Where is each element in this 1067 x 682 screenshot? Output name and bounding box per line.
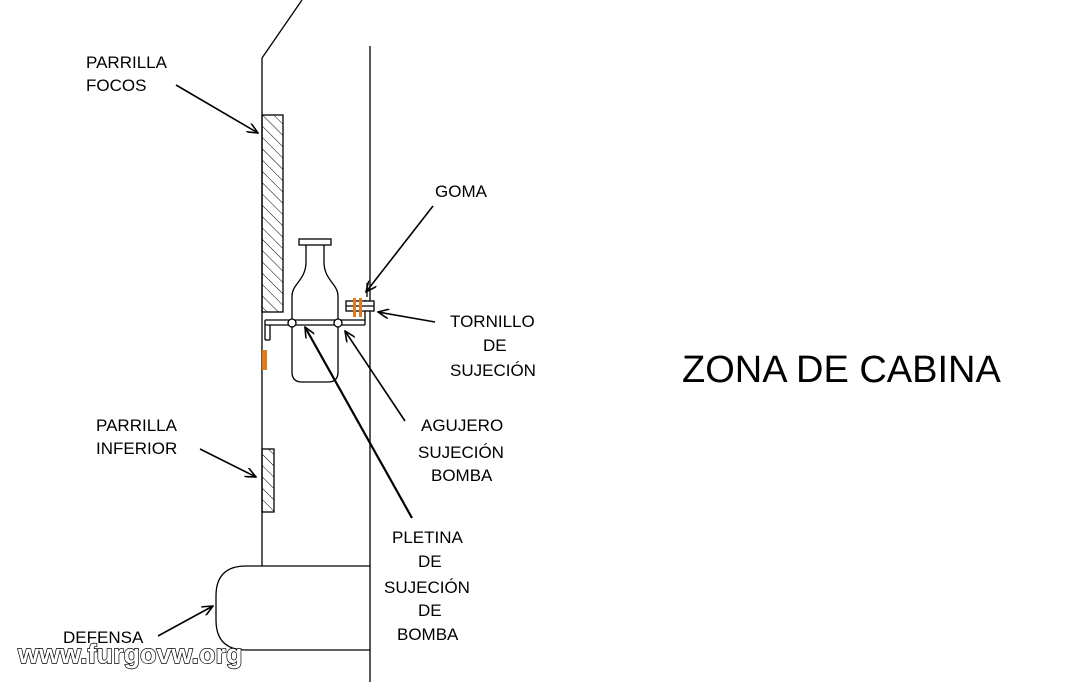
arrow-goma — [366, 205, 434, 292]
label-tornillo-3: SUJECIÓN — [450, 361, 536, 380]
label-pletina-2: DE — [418, 552, 442, 571]
label-tornillo-2: DE — [483, 336, 507, 355]
label-parrilla-inferior-1: PARRILLA — [96, 416, 178, 435]
watermark: www.furgovw.org — [17, 639, 243, 669]
label-agujero-1: AGUJERO — [421, 416, 503, 435]
mounting-hole-left — [287, 318, 297, 328]
rubber-washer-1 — [353, 298, 356, 317]
upper-lights-grille — [261, 114, 284, 313]
label-parrilla-focos-2: FOCOS — [86, 76, 146, 95]
mounting-plate — [264, 300, 366, 341]
orange-strip — [262, 350, 267, 370]
arrow-parrilla-inferior — [199, 448, 256, 477]
label-goma: GOMA — [435, 182, 488, 201]
label-pletina-1: PLETINA — [392, 528, 464, 547]
label-tornillo-1: TORNILLO — [450, 312, 535, 331]
mounting-hole-right — [333, 318, 343, 328]
arrow-parrilla-focos — [175, 84, 258, 133]
lower-grille — [261, 448, 275, 513]
label-defensa: DEFENSA — [63, 628, 144, 647]
arrow-tornillo — [378, 312, 436, 323]
label-pletina-4: DE — [418, 601, 442, 620]
rubber-washer-2 — [359, 298, 362, 317]
arrow-pletina — [304, 327, 413, 519]
label-parrilla-inferior-2: INFERIOR — [96, 439, 177, 458]
arrow-defensa — [157, 606, 213, 637]
label-parrilla-focos-1: PARRILLA — [86, 53, 168, 72]
pump-bottle — [291, 238, 339, 383]
label-pletina-5: BOMBA — [397, 625, 459, 644]
label-pletina-3: SUJECIÓN — [384, 578, 470, 597]
arrow-agujero — [345, 331, 406, 422]
label-agujero-2: SUJECIÓN — [418, 443, 504, 462]
zone-title: ZONA DE CABINA — [682, 349, 1001, 391]
label-agujero-3: BOMBA — [431, 466, 493, 485]
bumper — [215, 565, 370, 651]
